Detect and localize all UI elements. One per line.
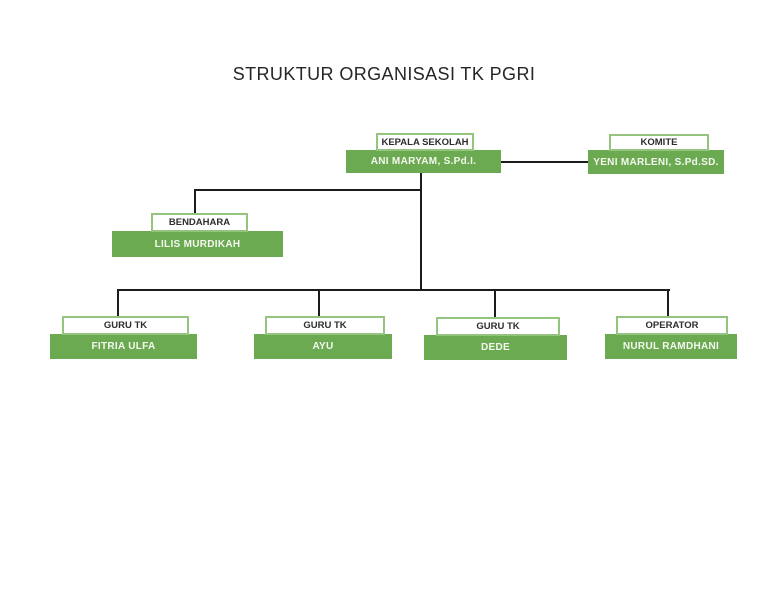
node-operator-role-box: OPERATOR: [616, 316, 728, 335]
connector-bendahara-branch-line: [194, 189, 422, 191]
connector-guru-tk-2-drop-line: [318, 289, 320, 317]
node-operator-name-box: NURUL RAMDHANI: [605, 334, 737, 359]
page-title: STRUKTUR ORGANISASI TK PGRI: [232, 64, 536, 84]
node-komite-role-box: KOMITE: [609, 134, 709, 151]
connector-operator-drop-line: [667, 289, 669, 317]
node-guru-tk-1-role-box: GURU TK: [62, 316, 189, 335]
node-guru-tk-3-name-box: DEDE: [424, 335, 567, 360]
node-bendahara-role-box: BENDAHARA: [151, 213, 248, 232]
connector-bottom-row-bar-line: [117, 289, 670, 291]
node-guru-tk-1-name-box: FITRIA ULFA: [50, 334, 197, 359]
connector-guru-tk-1-drop-line: [117, 289, 119, 317]
node-guru-tk-2-name-box: AYU: [254, 334, 392, 359]
node-kepala-sekolah-role-box: KEPALA SEKOLAH: [376, 133, 474, 151]
node-guru-tk-2-role-box: GURU TK: [265, 316, 385, 335]
connector-main-stem-line: [420, 172, 422, 291]
node-kepala-sekolah-name-box: ANI MARYAM, S.Pd.I.: [346, 150, 501, 173]
connector-bendahara-drop-line: [194, 189, 196, 215]
node-guru-tk-3-role-box: GURU TK: [436, 317, 560, 336]
node-komite-name-box: YENI MARLENI, S.Pd.SD.: [588, 150, 724, 174]
connector-guru-tk-3-drop-line: [494, 289, 496, 318]
node-bendahara-name-box: LILIS MURDIKAH: [112, 231, 283, 257]
connector-kepala-to-komite-line: [501, 161, 588, 163]
